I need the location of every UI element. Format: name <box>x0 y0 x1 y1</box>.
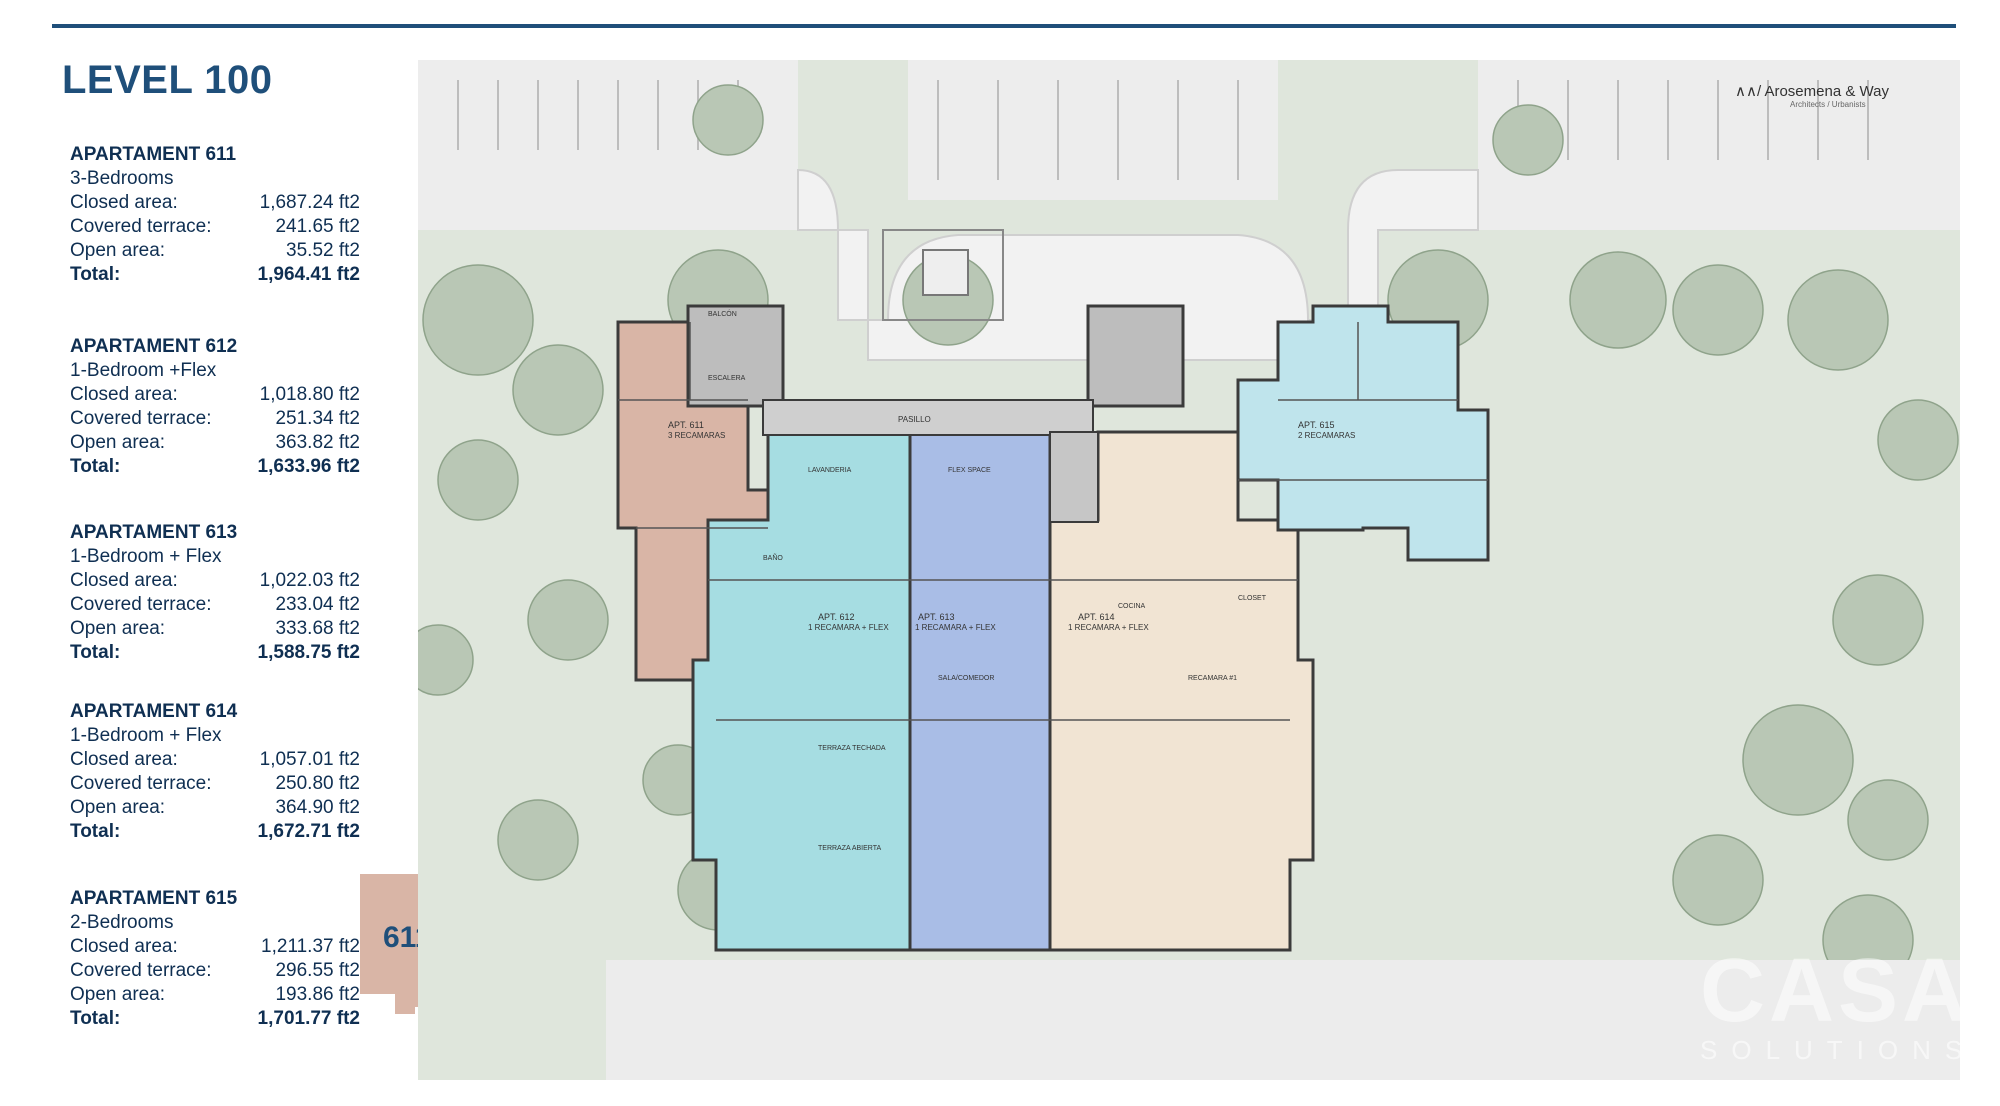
total-label: Total: <box>70 264 121 285</box>
open-area-value: 364.90 ft2 <box>275 797 360 818</box>
corridor <box>762 399 1094 436</box>
plan-label-closet: CLOSET <box>1238 595 1267 602</box>
interior-walls <box>618 322 1488 721</box>
stair-core-left <box>686 304 785 408</box>
plan-label-terraza-techada: TERRAZA TECHADA <box>818 745 886 752</box>
covered-terrace-label: Covered terrace: <box>70 960 212 981</box>
apartment-611-info: APARTAMENT 611 3-Bedrooms Closed area: 1,… <box>70 143 360 287</box>
apartment-type: 3-Bedrooms <box>70 168 174 189</box>
architect-logo: ∧∧/ Arosemena & Way <box>1735 82 1889 100</box>
architect-subtitle: Architects / Urbanists <box>1790 100 1866 109</box>
closed-area-value: 1,211.37 ft2 <box>261 936 360 957</box>
closed-area-label: Closed area: <box>70 384 178 405</box>
covered-terrace-value: 241.65 ft2 <box>275 216 360 237</box>
watermark-sub: SOLUTIONS <box>1700 1035 1977 1065</box>
watermark-logo: CASA <box>1700 941 1972 1041</box>
apartment-name: APARTAMENT 614 <box>70 701 238 722</box>
apartment-name: APARTAMENT 615 <box>70 888 238 909</box>
plan-label-flex: FLEX SPACE <box>948 467 991 474</box>
apartment-614-info: APARTAMENT 614 1-Bedroom + Flex Closed a… <box>70 700 360 844</box>
covered-terrace-value: 233.04 ft2 <box>275 594 360 615</box>
plan-label-lavanderia: LAVANDERIA <box>808 467 852 474</box>
covered-terrace-label: Covered terrace: <box>70 773 212 794</box>
apartment-type: 2-Bedrooms <box>70 912 174 933</box>
plan-label-terraza-abierta: TERRAZA ABIERTA <box>818 845 881 852</box>
plan-label-apt-611: APT. 611 <box>668 420 704 430</box>
total-value: 1,588.75 ft2 <box>257 642 360 663</box>
apartment-name: APARTAMENT 611 <box>70 144 237 165</box>
plan-label-pasillo: PASILLO <box>898 415 931 424</box>
closed-area-value: 1,018.80 ft2 <box>259 384 360 405</box>
covered-terrace-label: Covered terrace: <box>70 594 212 615</box>
closed-area-label: Closed area: <box>70 192 178 213</box>
plan-label-apt-615-sub: 2 RECAMARAS <box>1298 431 1355 440</box>
plan-label-apt-615: APT. 615 <box>1298 420 1335 430</box>
total-value: 1,964.41 ft2 <box>257 264 360 285</box>
entrance-fountain <box>922 249 969 296</box>
plan-label-apt-613: APT. 613 <box>918 612 955 622</box>
street-bottom <box>606 960 1960 1080</box>
covered-terrace-value: 251.34 ft2 <box>275 408 360 429</box>
page-title: LEVEL 100 <box>62 58 273 102</box>
closed-area-label: Closed area: <box>70 570 178 591</box>
plan-label-bano: BAÑO <box>763 553 783 562</box>
total-label: Total: <box>70 642 121 663</box>
entrance-canopy <box>882 229 1004 321</box>
covered-terrace-value: 250.80 ft2 <box>275 773 360 794</box>
apartment-type: 1-Bedroom + Flex <box>70 546 222 567</box>
covered-terrace-value: 296.55 ft2 <box>275 960 360 981</box>
elevator-core <box>1049 431 1099 523</box>
total-label: Total: <box>70 456 121 477</box>
total-value: 1,701.77 ft2 <box>257 1008 360 1029</box>
plan-label-escalera: ESCALERA <box>708 375 746 382</box>
total-label: Total: <box>70 821 121 842</box>
plan-label-cocina: COCINA <box>1118 603 1146 610</box>
open-area-label: Open area: <box>70 618 166 639</box>
open-area-value: 333.68 ft2 <box>275 618 360 639</box>
floorplan-apt-613 <box>908 430 1052 952</box>
closed-area-value: 1,687.24 ft2 <box>259 192 360 213</box>
total-value: 1,633.96 ft2 <box>257 456 360 477</box>
closed-area-label: Closed area: <box>70 936 178 957</box>
header-rule <box>52 24 1956 28</box>
covered-terrace-label: Covered terrace: <box>70 408 212 429</box>
covered-terrace-label: Covered terrace: <box>70 216 212 237</box>
closed-area-label: Closed area: <box>70 749 178 770</box>
apartment-type: 1-Bedroom +Flex <box>70 360 217 381</box>
plan-label-apt-614: APT. 614 <box>1078 612 1115 622</box>
parking-lot-center <box>908 60 1278 200</box>
open-area-value: 35.52 ft2 <box>286 240 360 261</box>
plan-label-apt-612: APT. 612 <box>818 612 855 622</box>
architect-mark-icon: ∧∧/ <box>1735 83 1765 100</box>
plan-label-balcon: BALCÓN <box>708 309 737 318</box>
apartment-name: APARTAMENT 613 <box>70 522 238 543</box>
plan-label-apt-614-sub: 1 RECAMARA + FLEX <box>1068 623 1149 632</box>
apartment-name: APARTAMENT 612 <box>70 336 238 357</box>
open-area-label: Open area: <box>70 240 166 261</box>
open-area-value: 363.82 ft2 <box>275 432 360 453</box>
apartment-613-info: APARTAMENT 613 1-Bedroom + Flex Closed a… <box>70 521 360 665</box>
open-area-value: 193.86 ft2 <box>275 984 360 1005</box>
plan-label-recamara: RECAMARA #1 <box>1188 675 1237 682</box>
plan-label-apt-611-sub: 3 RECAMARAS <box>668 431 725 440</box>
plan-label-sala-comedor: SALA/COMEDOR <box>938 675 994 682</box>
stair-core-right <box>1086 304 1185 408</box>
plan-label-apt-613-sub: 1 RECAMARA + FLEX <box>915 623 996 632</box>
open-area-label: Open area: <box>70 432 166 453</box>
closed-area-value: 1,057.01 ft2 <box>259 749 360 770</box>
total-label: Total: <box>70 1008 121 1029</box>
site-floor-plan: APT. 611 3 RECAMARAS APT. 612 1 RECAMARA… <box>418 60 1960 1080</box>
open-area-label: Open area: <box>70 797 166 818</box>
closed-area-value: 1,022.03 ft2 <box>259 570 360 591</box>
architect-name: Arosemena & Way <box>1764 83 1889 100</box>
plan-label-apt-612-sub: 1 RECAMARA + FLEX <box>808 623 889 632</box>
apartment-612-info: APARTAMENT 612 1-Bedroom +Flex Closed ar… <box>70 335 360 479</box>
apartment-type: 1-Bedroom + Flex <box>70 725 222 746</box>
total-value: 1,672.71 ft2 <box>257 821 360 842</box>
apartment-615-info: APARTAMENT 615 2-Bedrooms Closed area: 1,… <box>70 887 360 1031</box>
open-area-label: Open area: <box>70 984 166 1005</box>
